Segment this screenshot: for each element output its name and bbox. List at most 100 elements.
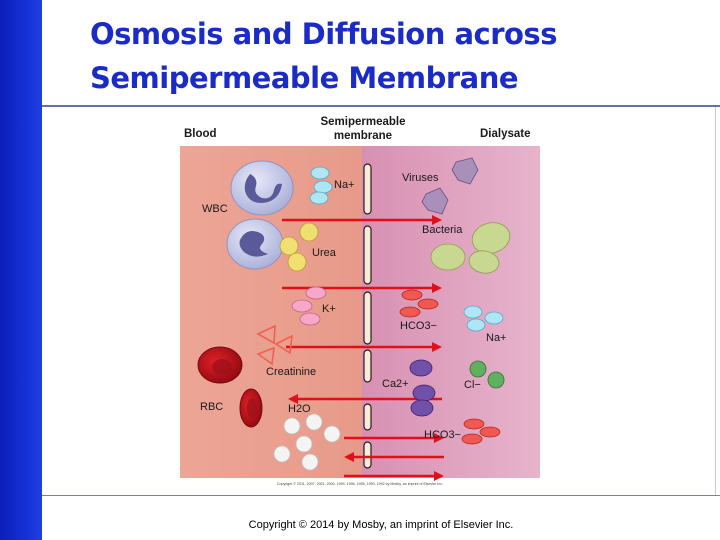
- label-viruses: Viruses: [402, 172, 439, 184]
- calcium-ion: [412, 384, 436, 402]
- footer-divider: [42, 495, 720, 496]
- semipermeable-membrane: [363, 163, 372, 469]
- diffusion-arrows: [282, 215, 444, 481]
- potassium-ion: [299, 312, 321, 326]
- arrow-7: [344, 471, 444, 481]
- chloride-ion: [469, 360, 487, 378]
- title-divider: [42, 105, 720, 107]
- virus-particle: [451, 157, 479, 185]
- sodium-ion: [310, 166, 330, 180]
- virus-particle: [421, 187, 449, 215]
- rbc-cell-2: [239, 388, 263, 428]
- arrow-head: [432, 283, 442, 293]
- arrow-6: [344, 452, 444, 462]
- sodium-ion: [484, 311, 504, 325]
- slide-title: Osmosis and Diffusion across Semipermeab…: [90, 12, 690, 100]
- rbc-cell-1: [197, 346, 243, 384]
- virus-particles: [421, 157, 479, 215]
- arrow-3: [286, 342, 442, 352]
- label-na-blood: Na+: [334, 179, 355, 191]
- membrane-segment: [363, 291, 372, 345]
- water-molecule: [283, 417, 301, 435]
- membrane-segment: [363, 225, 372, 285]
- membrane-segment: [363, 441, 372, 469]
- content-right-border: [715, 107, 716, 496]
- arrow-head: [344, 452, 354, 462]
- label-creatinine: Creatinine: [266, 366, 316, 378]
- bicarbonate-ion: [479, 426, 501, 438]
- arrow-5: [344, 433, 444, 443]
- calcium-ion: [410, 399, 434, 417]
- urea-molecule: [287, 252, 307, 272]
- creatinine-molecule: [256, 324, 276, 345]
- sodium-ion: [309, 191, 329, 205]
- bicarbonate-ions-upper: [399, 289, 439, 318]
- dialysate-compartment: [362, 146, 540, 478]
- label-urea: Urea: [312, 247, 337, 259]
- water-molecule: [323, 425, 341, 443]
- creatinine-molecule: [274, 334, 293, 355]
- potassium-ions: [291, 286, 327, 326]
- sodium-ion: [466, 318, 486, 332]
- label-hco3-1: HCO3−: [400, 320, 437, 332]
- water-molecule: [301, 453, 319, 471]
- header-membrane-line-1: Semipermeable: [320, 116, 405, 128]
- urea-molecule: [299, 222, 319, 242]
- creatinine-molecule: [256, 346, 275, 366]
- sodium-ions-dialysate: [463, 305, 504, 332]
- sodium-ion: [313, 180, 333, 194]
- bicarbonate-ion: [463, 418, 485, 430]
- label-rbc: RBC: [200, 401, 223, 413]
- label-h2o: H2O: [288, 403, 311, 415]
- calcium-ion: [409, 359, 433, 377]
- arrow-head: [432, 215, 442, 225]
- sodium-ions-blood: [309, 166, 333, 205]
- arrow-head: [434, 433, 444, 443]
- water-molecules: [273, 413, 341, 471]
- label-ca: Ca2+: [382, 378, 409, 390]
- wbc-cell-2: [226, 218, 284, 270]
- membrane-segment: [363, 163, 372, 215]
- membrane-segment: [363, 403, 372, 431]
- bicarbonate-ion: [417, 298, 439, 310]
- header-blood: Blood: [184, 128, 217, 140]
- urea-molecules: [279, 222, 319, 272]
- header-dialysate: Dialysate: [480, 128, 531, 140]
- membrane-segment: [363, 349, 372, 383]
- bacterium: [471, 222, 511, 254]
- dialysis-diagram-svg: Blood Semipermeable membrane Dialysate W…: [180, 116, 540, 486]
- wbc-cell-1: [230, 160, 294, 216]
- potassium-ion: [291, 299, 313, 313]
- water-molecule: [273, 445, 291, 463]
- slide-title-line-1: Osmosis and Diffusion across: [90, 17, 557, 51]
- bicarbonate-ion: [461, 433, 483, 445]
- bicarbonate-ion: [401, 289, 423, 301]
- label-wbc: WBC: [202, 203, 228, 215]
- label-bacteria: Bacteria: [422, 224, 463, 236]
- slide-title-line-2: Semipermeable Membrane: [90, 61, 519, 95]
- diagram-fine-print: Copyright © 2011, 2007, 2001, 2000, 1999…: [277, 482, 443, 486]
- arrow-head: [434, 471, 444, 481]
- header-membrane-line-2: membrane: [334, 130, 392, 142]
- slide-sidebar: [0, 0, 42, 540]
- label-na-dialysate: Na+: [486, 332, 507, 344]
- bicarbonate-ions-lower: [461, 418, 501, 445]
- creatinine-molecules: [256, 324, 293, 366]
- arrow-1: [282, 215, 442, 225]
- bacterium: [430, 243, 466, 271]
- label-k: K+: [322, 303, 336, 315]
- calcium-ions: [409, 359, 436, 417]
- water-molecule: [305, 413, 323, 431]
- chloride-ions: [469, 360, 505, 389]
- sodium-ion: [463, 305, 483, 319]
- potassium-ion: [305, 286, 327, 300]
- bacteria: [430, 222, 511, 274]
- water-molecule: [295, 435, 313, 453]
- urea-molecule: [279, 236, 299, 256]
- arrow-head: [288, 394, 298, 404]
- slide-copyright: Copyright © 2014 by Mosby, an imprint of…: [248, 519, 514, 531]
- label-cl: Cl−: [464, 379, 481, 391]
- label-hco3-2: HCO3−: [424, 429, 461, 441]
- arrow-head: [432, 342, 442, 352]
- chloride-ion: [487, 371, 505, 389]
